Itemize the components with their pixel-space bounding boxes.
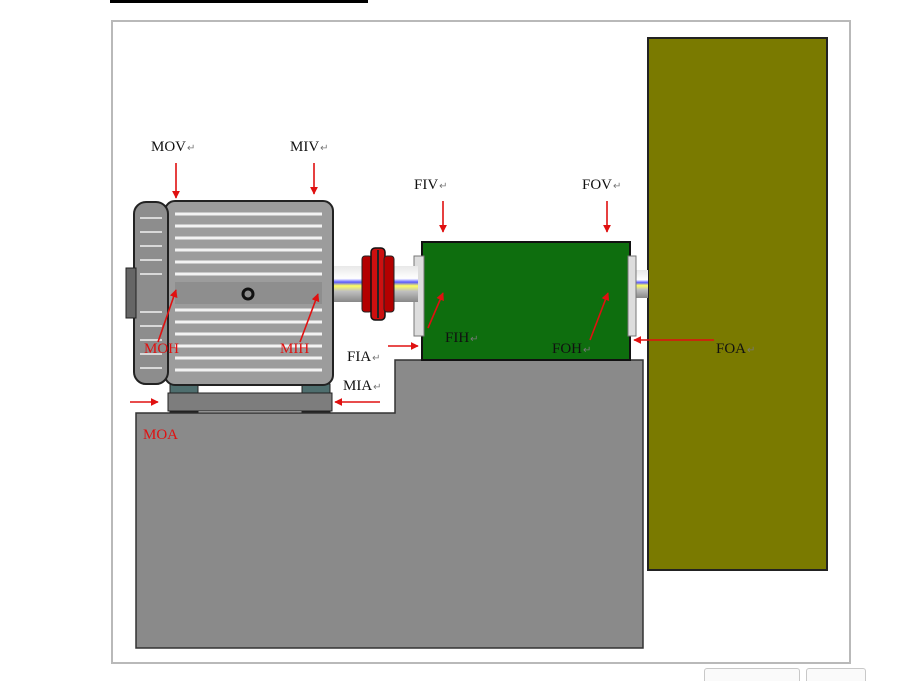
coupling-icon xyxy=(361,247,395,321)
arrow-moh xyxy=(157,289,178,343)
header-underline xyxy=(110,0,368,3)
arrow-mih xyxy=(299,293,320,343)
label-miv: MIV↵ xyxy=(290,139,329,155)
label-mih: MIH xyxy=(280,341,310,357)
motor-icon xyxy=(125,200,334,386)
label-fih: FIH↵ xyxy=(445,330,479,346)
motor-foot-bar xyxy=(167,392,333,412)
label-fiv: FIV↵ xyxy=(414,177,448,193)
label-fia: FIA↵ xyxy=(347,349,381,365)
arrow-foh xyxy=(589,292,610,341)
label-moa: MOA xyxy=(143,427,179,443)
gearbox-icon xyxy=(413,241,637,361)
label-foa: FOA↵ xyxy=(716,341,756,357)
label-mia: MIA↵ xyxy=(343,378,382,394)
label-mov: MOV↵ xyxy=(151,139,196,155)
label-foh: FOH↵ xyxy=(552,341,592,357)
olive-wall-block xyxy=(647,37,828,571)
gray-base-block xyxy=(135,359,644,649)
label-moh: MOH xyxy=(144,341,180,357)
arrow-fih xyxy=(427,292,444,329)
arrow-icon xyxy=(130,163,714,406)
label-fov: FOV↵ xyxy=(582,177,622,193)
